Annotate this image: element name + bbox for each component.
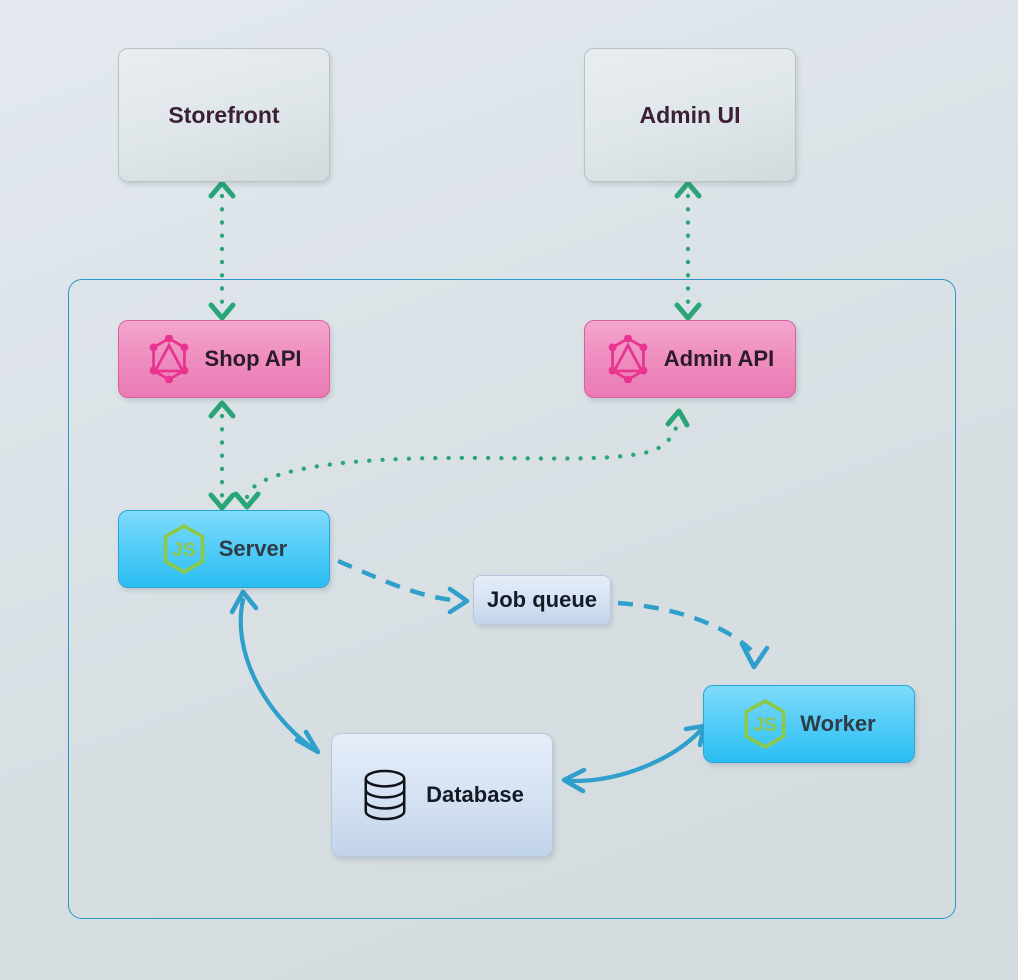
svg-text:JS: JS <box>172 539 196 561</box>
edge-admin-ui-admin-api <box>674 180 702 321</box>
node-worker[interactable]: JS Worker <box>703 685 915 763</box>
node-shop-api-label: Shop API <box>204 346 302 371</box>
graphql-icon <box>147 335 191 383</box>
node-job-queue[interactable]: Job queue <box>473 575 611 625</box>
node-storefront[interactable]: Storefront <box>118 48 330 182</box>
node-database-label: Database <box>426 782 524 807</box>
node-job-queue-label: Job queue <box>486 587 597 612</box>
edge-server-admin-api <box>233 408 690 510</box>
nodejs-icon: JS <box>161 523 207 575</box>
edge-job-queue-worker <box>617 600 770 670</box>
server-container-boundary <box>68 279 956 919</box>
database-cylinder-icon <box>360 767 410 823</box>
node-admin-ui[interactable]: Admin UI <box>584 48 796 182</box>
node-server-label: Server <box>218 536 288 561</box>
graphql-icon <box>606 335 650 383</box>
node-server[interactable]: JS Server <box>118 510 330 588</box>
node-storefront-label: Storefront <box>168 101 280 128</box>
edge-storefront-shop-api <box>208 180 236 321</box>
nodejs-icon: JS <box>742 698 788 750</box>
node-worker-label: Worker <box>800 711 876 736</box>
edge-server-database <box>229 589 321 755</box>
svg-text:JS: JS <box>753 714 777 736</box>
node-database[interactable]: Database <box>331 733 553 857</box>
node-shop-api[interactable]: Shop API <box>118 320 330 398</box>
edge-shop-api-server <box>208 400 236 511</box>
edge-server-job-queue <box>337 558 470 615</box>
node-admin-api-label: Admin API <box>663 346 775 371</box>
node-admin-ui-label: Admin UI <box>639 101 741 128</box>
node-admin-api[interactable]: Admin API <box>584 320 796 398</box>
